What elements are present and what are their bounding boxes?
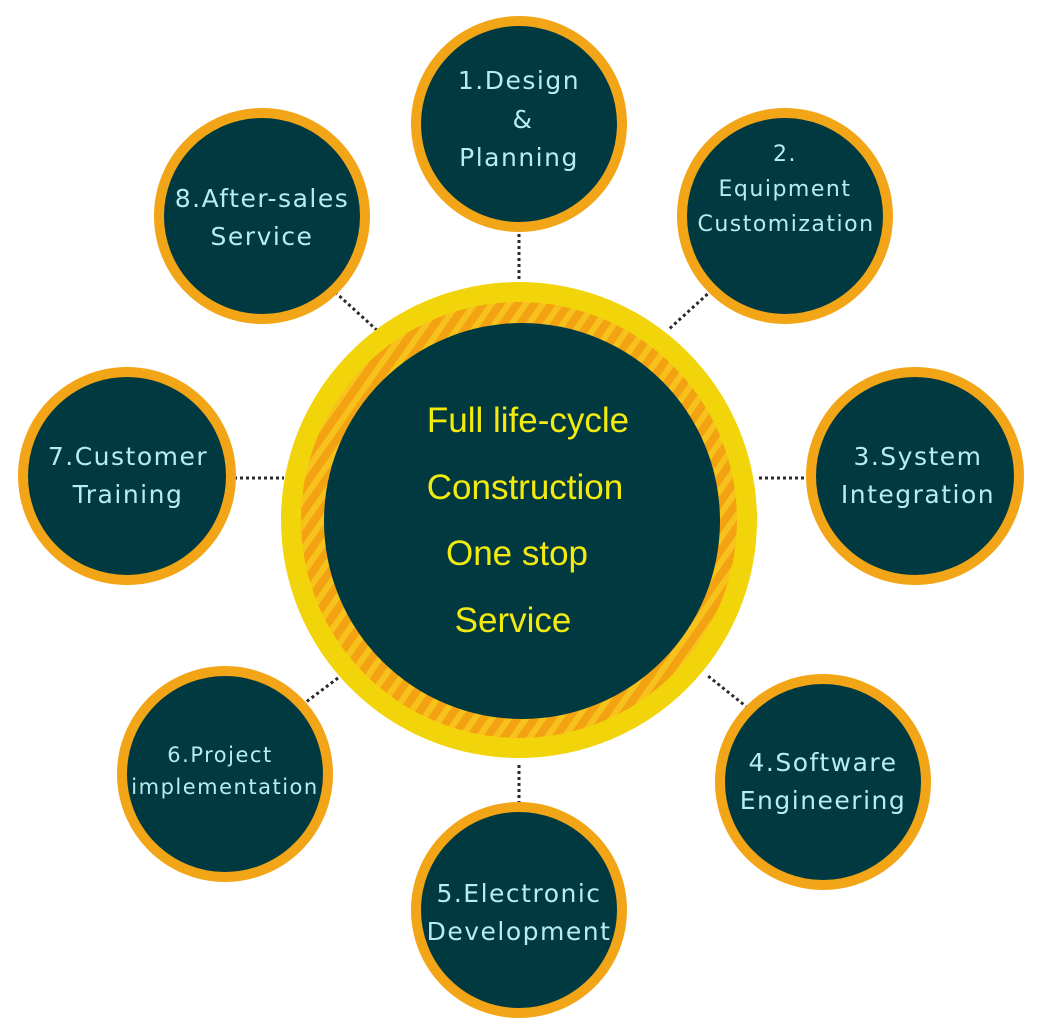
node-system-integration-circle bbox=[806, 367, 1024, 585]
node-electronic-development-line-1: 5.Electronic bbox=[436, 879, 601, 908]
node-after-sales-service: 8.After-sales Service bbox=[154, 108, 370, 324]
connector-project-implementation bbox=[301, 676, 339, 707]
center-line-3: One stop bbox=[446, 534, 588, 573]
node-equipment-customization-line-3: Customization bbox=[697, 212, 874, 237]
center-line-4: Service bbox=[455, 601, 572, 640]
center-line-1: Full life-cycle bbox=[427, 401, 629, 440]
node-design-planning-line-3: Planning bbox=[459, 143, 579, 172]
node-software-engineering-circle bbox=[715, 674, 931, 890]
node-software-engineering: 4.Software Engineering bbox=[715, 674, 931, 890]
node-customer-training-line-1: 7.Customer bbox=[48, 442, 208, 471]
connector-after-sales-service bbox=[333, 290, 382, 335]
center-line-2: Construction bbox=[427, 468, 623, 507]
node-project-implementation-circle bbox=[117, 666, 333, 882]
node-electronic-development: 5.Electronic Development bbox=[411, 802, 627, 1018]
node-after-sales-service-line-2: Service bbox=[211, 222, 314, 251]
node-after-sales-service-line-1: 8.After-sales bbox=[175, 184, 350, 213]
node-equipment-customization-circle bbox=[677, 108, 893, 324]
node-equipment-customization-line-2: Equipment bbox=[719, 177, 852, 202]
node-electronic-development-line-2: Development bbox=[427, 917, 612, 946]
node-software-engineering-line-1: 4.Software bbox=[748, 748, 897, 777]
node-design-planning-circle bbox=[411, 16, 627, 232]
connector-software-engineering bbox=[707, 674, 749, 710]
node-equipment-customization-line-1: 2. bbox=[773, 142, 797, 167]
connector-equipment-customization bbox=[666, 288, 714, 332]
node-equipment-customization: 2. Equipment Customization bbox=[677, 108, 893, 324]
node-software-engineering-line-2: Engineering bbox=[740, 786, 907, 815]
node-system-integration-line-2: Integration bbox=[841, 480, 995, 509]
node-customer-training-line-2: Training bbox=[72, 480, 184, 509]
node-system-integration-line-1: 3.System bbox=[853, 442, 982, 471]
node-project-implementation: 6.Project implementation bbox=[117, 666, 333, 882]
node-customer-training: 7.Customer Training bbox=[18, 367, 236, 585]
node-project-implementation-line-2: implementation bbox=[131, 775, 318, 799]
connectors bbox=[234, 228, 810, 804]
center-core bbox=[324, 323, 720, 719]
node-project-implementation-line-1: 6.Project bbox=[167, 743, 272, 767]
node-customer-training-circle bbox=[18, 367, 236, 585]
node-system-integration: 3.System Integration bbox=[806, 367, 1024, 585]
node-design-planning: 1.Design & Planning bbox=[411, 16, 627, 232]
center-hub: Full life-cycle Construction One stop Se… bbox=[281, 282, 757, 758]
node-electronic-development-circle bbox=[411, 802, 627, 1018]
node-design-planning-line-2: & bbox=[513, 105, 534, 134]
node-after-sales-service-circle bbox=[154, 108, 370, 324]
node-design-planning-line-1: 1.Design bbox=[458, 66, 580, 95]
